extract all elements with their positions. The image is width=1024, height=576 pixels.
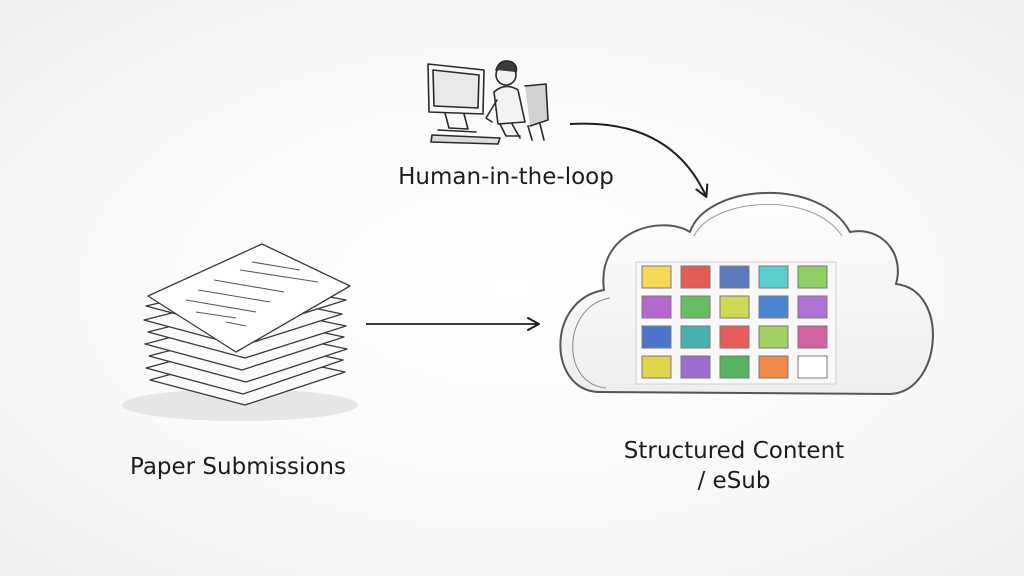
grid-cell [719, 265, 750, 289]
grid-cell [680, 265, 711, 289]
cloud-icon [559, 192, 934, 395]
grid-cell [719, 295, 750, 319]
structured-content-label-line1: Structured Content [623, 438, 845, 464]
arrow-human-to-cloud [569, 122, 709, 198]
grid-cell [641, 325, 672, 349]
grid-cell [641, 355, 672, 379]
grid-cell [680, 325, 711, 349]
paper-submissions-label: Paper Submissions [129, 454, 346, 480]
grid-cell [719, 325, 750, 349]
grid-cell [797, 355, 828, 379]
grid-cell [641, 295, 672, 319]
grid-cell [758, 265, 789, 289]
grid-cell [758, 355, 789, 379]
structured-content-label: Structured Content / eSub [614, 436, 854, 496]
person-at-computer-icon [427, 60, 549, 145]
grid-cell [680, 355, 711, 379]
grid-cell [797, 265, 828, 289]
paper-stack-icon [122, 243, 358, 421]
structured-content-label-line2: / eSub [697, 468, 771, 494]
content-grid [641, 265, 828, 379]
grid-cell [797, 325, 828, 349]
grid-cell [719, 355, 750, 379]
grid-cell [797, 295, 828, 319]
grid-cell [758, 295, 789, 319]
grid-cell [680, 295, 711, 319]
grid-cell [758, 325, 789, 349]
human-in-the-loop-label: Human-in-the-loop [398, 164, 614, 190]
grid-cell [641, 265, 672, 289]
